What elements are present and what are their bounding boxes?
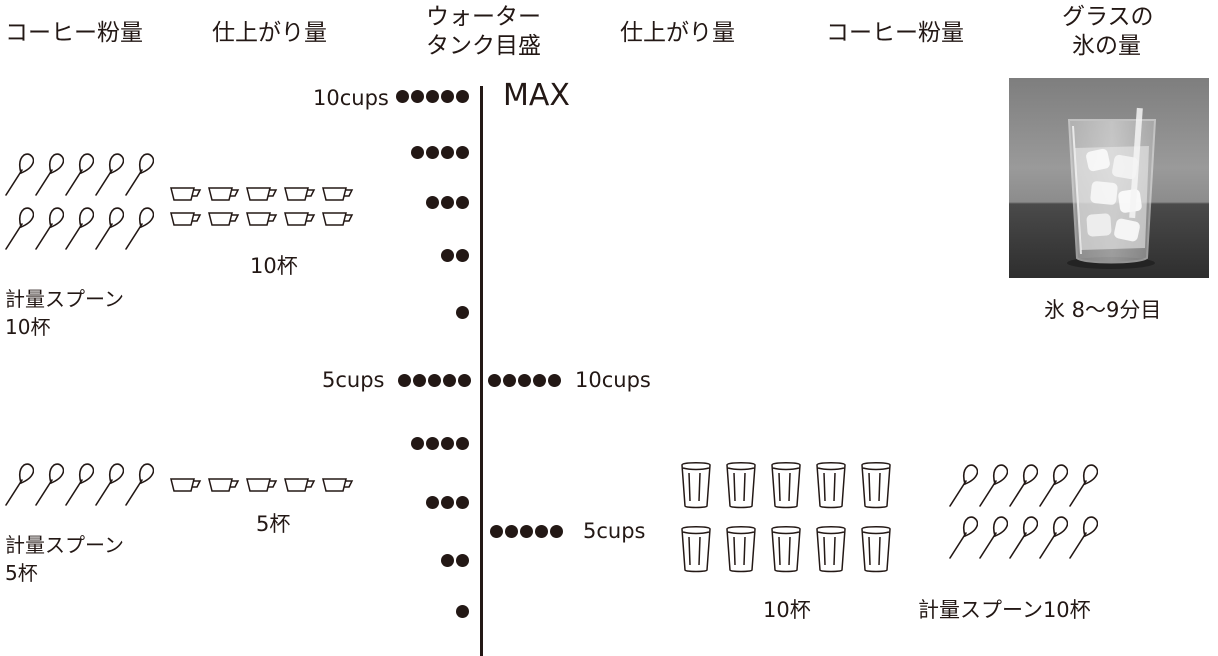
coffee-cup-icon (284, 187, 316, 201)
glass-icon (861, 526, 891, 573)
measuring-spoon-icon (5, 463, 34, 506)
spoon-row-hot10-a (4, 152, 154, 196)
scale-label-right-mid-cups: 10cups (575, 368, 651, 392)
spoon-row-iced-b (948, 515, 1098, 559)
scale-label-right-low-cups: 5cups (583, 519, 646, 543)
scale-dots-left-3b (426, 496, 469, 509)
coffee-cup-icon (246, 187, 278, 201)
spoon-row-hot5 (4, 462, 154, 506)
scale-dots-left-1b (456, 605, 469, 618)
scale-dots-left-4 (411, 146, 469, 159)
glass-icon (771, 462, 801, 509)
glass-icon (681, 526, 711, 573)
glass-icon (771, 526, 801, 573)
measuring-spoon-icon (949, 464, 978, 507)
ice-amount-label: 氷 8〜9分目 (1044, 298, 1162, 322)
scale-dots-mid-right-5 (488, 374, 561, 387)
glass-icon (816, 526, 846, 573)
glass-icon (726, 462, 756, 509)
coffee-cup-icon (170, 212, 202, 226)
scale-max-label: MAX (503, 78, 570, 113)
measuring-spoon-icon (65, 207, 94, 250)
header-coffee-amount-right: コーヒー粉量 (826, 20, 964, 46)
measuring-spoon-icon (95, 153, 124, 196)
scale-dots-right-low-5 (490, 525, 563, 538)
yield-label-hot10: 10杯 (250, 254, 298, 278)
scale-label-mid-cups: 5cups (322, 368, 385, 392)
yield-label-iced: 10杯 (763, 598, 811, 622)
scale-dots-left-1 (456, 306, 469, 319)
coffee-cup-icon (322, 478, 354, 492)
glass-icon (816, 462, 846, 509)
measuring-spoon-icon (1039, 464, 1068, 507)
measuring-spoon-icon (5, 153, 34, 196)
measuring-spoon-icon (35, 463, 64, 506)
header-tank-line1: ウォーター (426, 4, 541, 30)
coffee-cup-icon (170, 187, 202, 201)
header-yield-right: 仕上がり量 (620, 20, 735, 46)
coffee-cup-icon (170, 478, 202, 492)
measuring-spoon-icon (1069, 516, 1098, 559)
coffee-cup-icon (208, 478, 240, 492)
iced-glass-illustration (1067, 107, 1157, 269)
scale-dots-left-2 (441, 249, 469, 262)
measuring-spoon-icon (125, 153, 154, 196)
measuring-spoon-icon (1009, 516, 1038, 559)
coffee-cup-icon (208, 187, 240, 201)
measuring-spoon-icon (95, 463, 124, 506)
measuring-spoon-icon (35, 207, 64, 250)
glass-icon (726, 526, 756, 573)
scale-dots-left-4b (411, 437, 469, 450)
measuring-spoon-icon (65, 153, 94, 196)
scale-dots-left-3 (426, 196, 469, 209)
glass-icon (681, 462, 711, 509)
header-tank-line2: タンク目盛 (426, 33, 541, 59)
measuring-spoon-icon (949, 516, 978, 559)
measuring-spoon-icon (1069, 464, 1098, 507)
measuring-spoon-icon (125, 463, 154, 506)
coffee-cup-icon (284, 212, 316, 226)
measuring-spoon-icon (1009, 464, 1038, 507)
glass-row-iced-a (680, 461, 892, 509)
measuring-spoon-icon (95, 207, 124, 250)
header-yield-left: 仕上がり量 (212, 20, 327, 46)
yield-label-hot5: 5杯 (256, 512, 291, 536)
spoon-label-iced: 計量スプーン10杯 (918, 598, 1091, 622)
scale-dots-mid-left-5 (398, 374, 471, 387)
scale-dots-left-5 (396, 90, 469, 103)
spoon-label-hot10-line1: 計量スプーン (5, 287, 124, 311)
measuring-spoon-icon (979, 464, 1008, 507)
coffee-cup-icon (322, 212, 354, 226)
coffee-cup-icon (322, 187, 354, 201)
spoon-label-hot10-line2: 10杯 (5, 315, 51, 339)
water-tank-scale-line (480, 86, 483, 656)
measuring-spoon-icon (125, 207, 154, 250)
spoon-label-hot5-line2: 5杯 (5, 561, 38, 585)
header-coffee-amount-left: コーヒー粉量 (5, 20, 143, 46)
iced-glass-photo (1009, 78, 1209, 278)
header-ice-line2: 氷の量 (1072, 33, 1141, 59)
measuring-spoon-icon (65, 463, 94, 506)
measuring-spoon-icon (5, 207, 34, 250)
header-ice-line1: グラスの (1062, 4, 1154, 30)
scale-label-top-cups: 10cups (313, 86, 389, 110)
spoon-label-hot5-line1: 計量スプーン (5, 533, 124, 557)
cup-row-hot10-b (170, 211, 356, 227)
glass-icon (861, 462, 891, 509)
coffee-cup-icon (284, 478, 316, 492)
glass-row-iced-b (680, 525, 892, 573)
spoon-row-hot10-b (4, 206, 154, 250)
cup-row-hot5 (170, 477, 356, 493)
cup-row-hot10-a (170, 186, 356, 202)
coffee-cup-icon (208, 212, 240, 226)
coffee-cup-icon (246, 478, 278, 492)
coffee-cup-icon (246, 212, 278, 226)
scale-dots-left-2b (441, 554, 469, 567)
measuring-spoon-icon (1039, 516, 1068, 559)
measuring-spoon-icon (35, 153, 64, 196)
spoon-row-iced-a (948, 463, 1098, 507)
measuring-spoon-icon (979, 516, 1008, 559)
